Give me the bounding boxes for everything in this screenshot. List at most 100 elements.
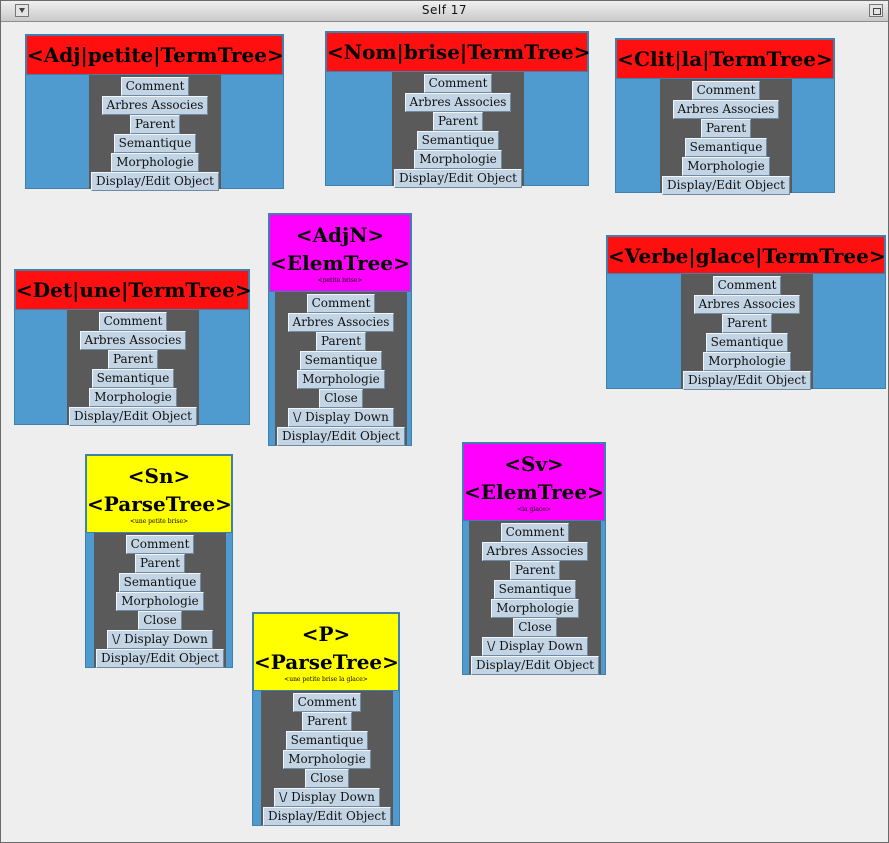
outliner-title-line-2: <ParseTree> (87, 492, 232, 516)
slot-comment[interactable]: Comment (306, 294, 376, 313)
slot-arbres-associes[interactable]: Arbres Associes (481, 542, 589, 561)
slot-display-edit-object[interactable]: Display/Edit Object (662, 176, 790, 195)
slot-display-edit-object[interactable]: Display/Edit Object (471, 656, 599, 675)
slot-comment[interactable]: Comment (423, 74, 493, 93)
outliner-header[interactable]: <Verbe|glace|TermTree> (607, 236, 886, 274)
slot-parent[interactable]: Parent (509, 561, 561, 580)
outliner-header[interactable]: <Clit|la|TermTree> (616, 39, 834, 79)
slot-arbres-associes[interactable]: Arbres Associes (693, 295, 801, 314)
outliner-nom-brise[interactable]: <Nom|brise|TermTree> Comment Arbres Asso… (325, 31, 591, 188)
slot-arbres-associes[interactable]: Arbres Associes (79, 331, 187, 350)
slot-display-down[interactable]: \/ Display Down (274, 788, 380, 807)
slot-display-down[interactable]: \/ Display Down (288, 408, 394, 427)
slot-arbres-associes[interactable]: Arbres Associes (287, 313, 395, 332)
outliner-sn[interactable]: <Sn> <ParseTree> <une petite brise> Comm… (85, 454, 233, 668)
slot-morphologie[interactable]: Morphologie (703, 352, 791, 371)
slot-comment[interactable]: Comment (500, 523, 570, 542)
slot-semantique[interactable]: Semantique (91, 369, 175, 388)
slot-parent[interactable]: Parent (432, 112, 484, 131)
slot-display-edit-object[interactable]: Display/Edit Object (277, 427, 405, 446)
slot-parent[interactable]: Parent (107, 350, 159, 369)
slot-display-edit-object[interactable]: Display/Edit Object (263, 807, 391, 826)
slot-display-edit-object[interactable]: Display/Edit Object (91, 172, 219, 191)
slot-semantique[interactable]: Semantique (299, 351, 383, 370)
slot-morphologie[interactable]: Morphologie (414, 150, 502, 169)
slot-display-edit-object[interactable]: Display/Edit Object (683, 371, 811, 390)
outliner-title-line-1: <AdjN> (295, 223, 385, 247)
window-resize-icon[interactable] (869, 4, 883, 17)
outliner-adj-petite[interactable]: <Adj|petite|TermTree> Comment Arbres Ass… (25, 34, 284, 191)
outliner-title-line-1: <Sn> (127, 464, 191, 488)
slot-morphologie[interactable]: Morphologie (116, 592, 204, 611)
slot-list: Comment Parent Semantique Morphologie Cl… (261, 691, 393, 826)
outliner-det-une[interactable]: <Det|une|TermTree> Comment Arbres Associ… (14, 269, 252, 426)
slot-close[interactable]: Close (305, 769, 349, 788)
slot-semantique[interactable]: Semantique (705, 333, 789, 352)
slot-morphologie[interactable]: Morphologie (283, 750, 371, 769)
outliner-header[interactable]: <Sn> <ParseTree> <une petite brise> (86, 455, 232, 533)
outliner-header[interactable]: <Sv> <ElemTree> <la glace> (463, 443, 605, 521)
slot-comment[interactable]: Comment (292, 693, 362, 712)
slot-list: Comment Arbres Associes Parent Semantiqu… (67, 310, 199, 426)
slot-parent[interactable]: Parent (129, 115, 181, 134)
outliner-verbe-glace[interactable]: <Verbe|glace|TermTree> Comment Arbres As… (606, 235, 886, 390)
slot-arbres-associes[interactable]: Arbres Associes (672, 100, 780, 119)
slot-parent[interactable]: Parent (315, 332, 367, 351)
slot-display-edit-object[interactable]: Display/Edit Object (69, 407, 197, 426)
outliner-header[interactable]: <Det|une|TermTree> (15, 270, 252, 310)
slot-list: Comment Arbres Associes Parent Semantiqu… (89, 75, 221, 191)
slot-list: Comment Arbres Associes Parent Semantiqu… (392, 72, 524, 188)
slot-morphologie[interactable]: Morphologie (682, 157, 770, 176)
slot-close[interactable]: Close (138, 611, 182, 630)
slot-close[interactable]: Close (513, 618, 557, 637)
window-titlebar[interactable]: Self 17 (1, 1, 888, 22)
slot-comment[interactable]: Comment (712, 276, 782, 295)
outliner-sv[interactable]: <Sv> <ElemTree> <la glace> Comment Arbre… (462, 442, 606, 675)
outliner-subtitle: <une petite brise> (129, 518, 189, 525)
slot-parent[interactable]: Parent (134, 554, 186, 573)
slot-arbres-associes[interactable]: Arbres Associes (101, 96, 209, 115)
slot-comment[interactable]: Comment (691, 81, 761, 100)
slot-morphologie[interactable]: Morphologie (491, 599, 579, 618)
window-menu-icon[interactable] (15, 4, 29, 17)
slot-morphologie[interactable]: Morphologie (297, 370, 385, 389)
outliner-header[interactable]: <Adj|petite|TermTree> (26, 35, 284, 75)
slot-display-down[interactable]: \/ Display Down (482, 637, 588, 656)
slot-close[interactable]: Close (319, 389, 363, 408)
outliner-title: <Nom|brise|TermTree> (327, 40, 591, 64)
outliner-title: <Verbe|glace|TermTree> (608, 244, 886, 268)
slot-parent[interactable]: Parent (301, 712, 353, 731)
slot-list: Comment Arbres Associes Parent Semantiqu… (660, 79, 792, 195)
slot-arbres-associes[interactable]: Arbres Associes (404, 93, 512, 112)
outliner-adjn[interactable]: <AdjN> <ElemTree> <petite brise> Comment… (268, 213, 412, 446)
slot-morphologie[interactable]: Morphologie (111, 153, 199, 172)
slot-comment[interactable]: Comment (125, 535, 195, 554)
outliner-p[interactable]: <P> <ParseTree> <une petite brise la gla… (252, 612, 400, 826)
slot-semantique[interactable]: Semantique (285, 731, 369, 750)
slot-display-edit-object[interactable]: Display/Edit Object (394, 169, 522, 188)
outliner-title: <Adj|petite|TermTree> (27, 43, 284, 67)
slot-parent[interactable]: Parent (721, 314, 773, 333)
slot-semantique[interactable]: Semantique (493, 580, 577, 599)
outliner-header[interactable]: <Nom|brise|TermTree> (326, 32, 591, 72)
outliner-subtitle: <petite brise> (317, 277, 363, 284)
outliner-header[interactable]: <P> <ParseTree> <une petite brise la gla… (253, 613, 399, 691)
slot-morphologie[interactable]: Morphologie (89, 388, 177, 407)
outliner-title: <Clit|la|TermTree> (617, 47, 833, 71)
slot-comment[interactable]: Comment (120, 77, 190, 96)
outliner-title-line-2: <ElemTree> (270, 251, 410, 275)
world-canvas: <Adj|petite|TermTree> Comment Arbres Ass… (5, 23, 886, 839)
outliner-clit-la[interactable]: <Clit|la|TermTree> Comment Arbres Associ… (615, 38, 835, 195)
outliner-header[interactable]: <AdjN> <ElemTree> <petite brise> (269, 214, 411, 292)
slot-semantique[interactable]: Semantique (113, 134, 197, 153)
slot-display-down[interactable]: \/ Display Down (107, 630, 213, 649)
slot-list: Comment Arbres Associes Parent Semantiqu… (275, 292, 407, 446)
slot-comment[interactable]: Comment (98, 312, 168, 331)
outliner-subtitle: <la glace> (517, 506, 551, 513)
slot-semantique[interactable]: Semantique (684, 138, 768, 157)
slot-semantique[interactable]: Semantique (118, 573, 202, 592)
slot-display-edit-object[interactable]: Display/Edit Object (96, 649, 224, 668)
slot-semantique[interactable]: Semantique (416, 131, 500, 150)
slot-parent[interactable]: Parent (700, 119, 752, 138)
